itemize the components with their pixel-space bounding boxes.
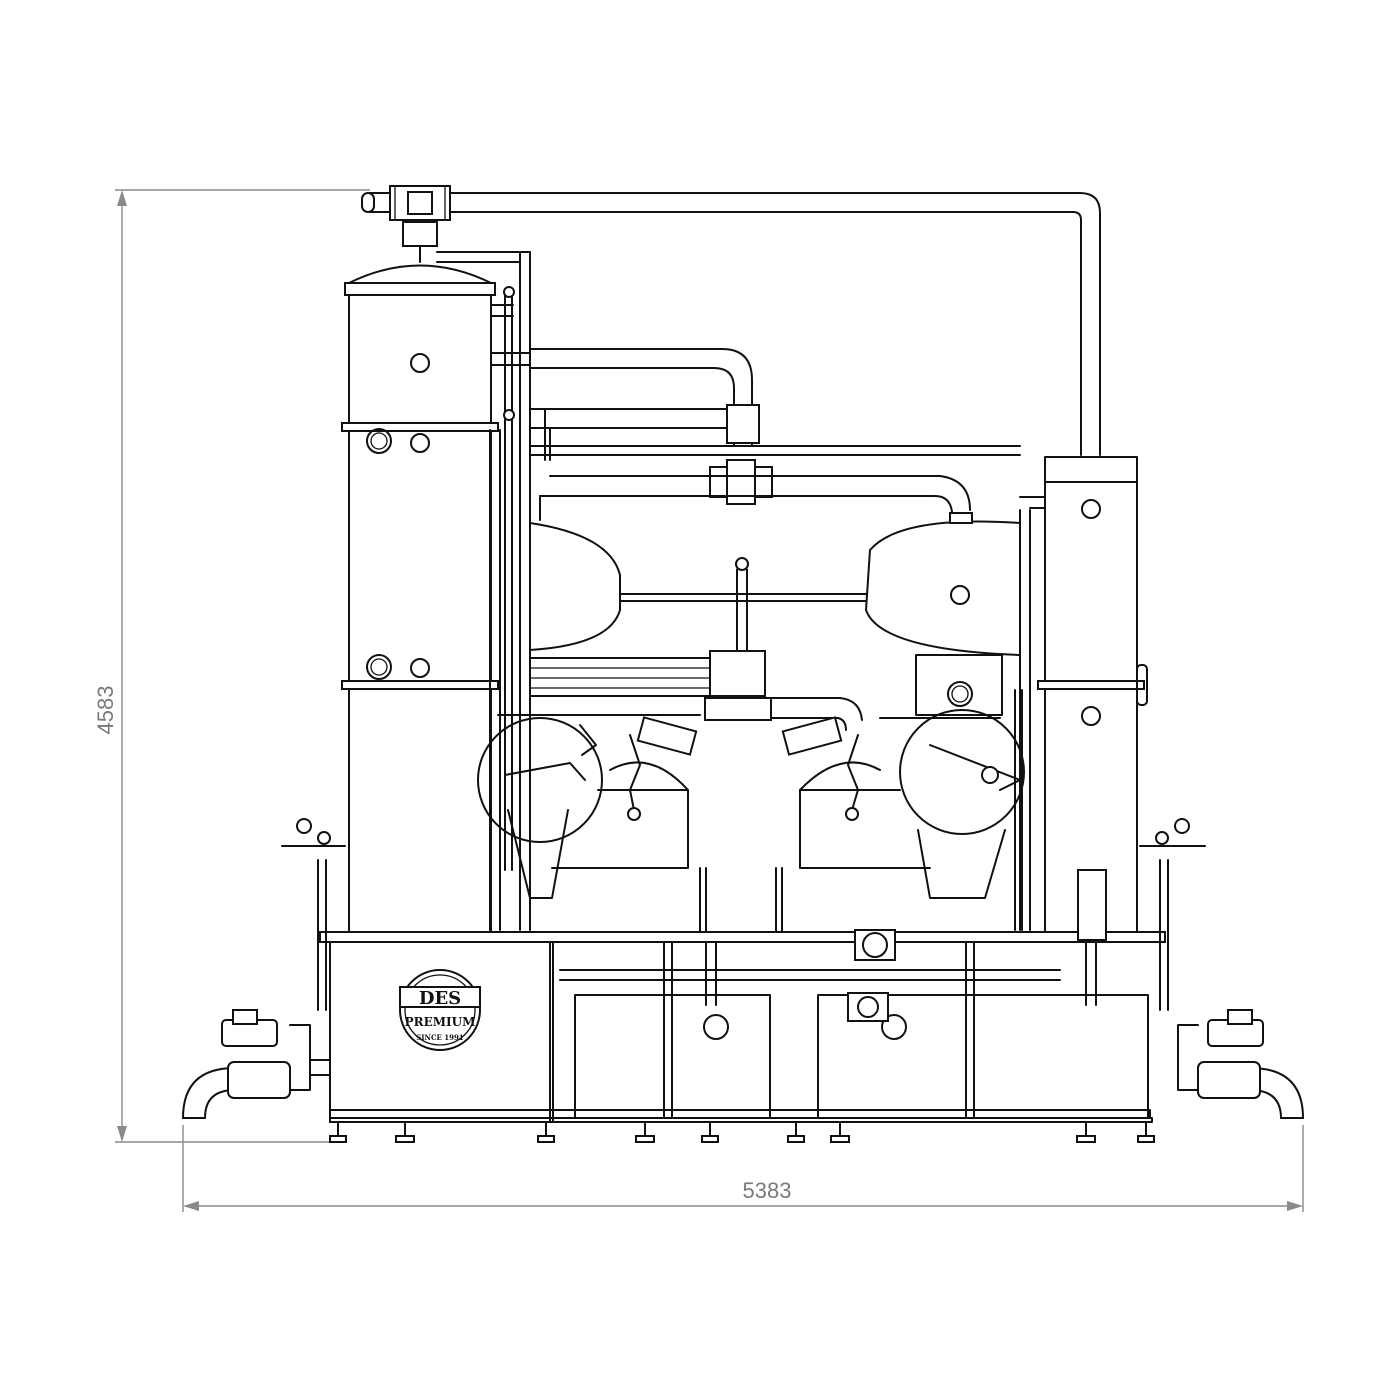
right-separator — [865, 512, 1021, 716]
premium-logo: DES PREMIUM SINCE 1991 — [399, 969, 481, 1051]
left-inlet-valve — [182, 818, 346, 1119]
middle-pipes — [529, 348, 1021, 521]
width-dimension: 5383 — [182, 1125, 1304, 1212]
left-separator — [529, 522, 621, 651]
right-kettle — [781, 709, 1025, 899]
width-dimension-label: 5383 — [743, 1178, 792, 1203]
separator-crossline — [619, 557, 867, 651]
logo-line2: SINCE 1991 — [416, 1033, 464, 1042]
right-column — [1037, 456, 1148, 933]
top-vapor-pipe — [361, 185, 1101, 456]
legs — [329, 1121, 1155, 1143]
left-kettle — [477, 714, 701, 899]
logo-mark: DES — [419, 988, 461, 1009]
base-platform — [319, 867, 1166, 1123]
height-dimension-label: 4583 — [93, 686, 118, 735]
height-dimension: 4583 — [93, 189, 370, 1143]
condenser-bundle — [529, 650, 863, 731]
right-inlet-valve — [1139, 818, 1304, 1119]
logo-line1: PREMIUM — [405, 1015, 476, 1029]
left-column — [341, 264, 531, 933]
